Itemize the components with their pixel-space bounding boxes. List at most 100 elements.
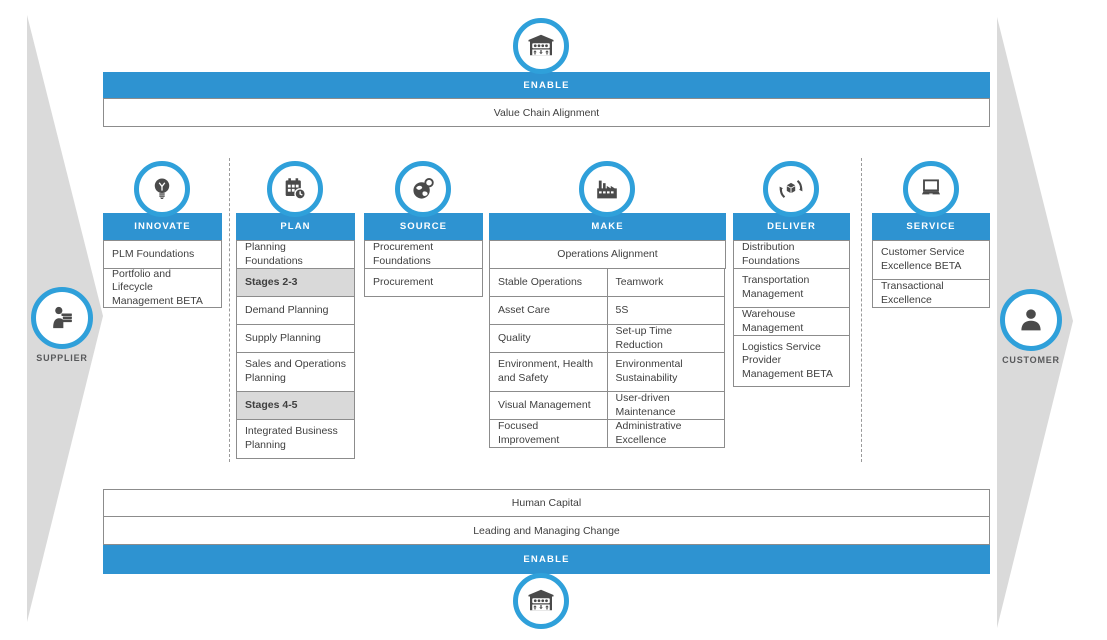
- column-cell[interactable]: Stable Operations: [489, 268, 608, 297]
- column-cell[interactable]: Demand Planning: [236, 296, 355, 325]
- cell-label: Visual Management: [498, 398, 591, 411]
- column-cell[interactable]: Stages 2-3: [236, 268, 355, 297]
- column-cell[interactable]: 5S: [606, 296, 725, 325]
- column-cell[interactable]: Set-up Time Reduction: [606, 324, 725, 353]
- calendar-clock-icon: [285, 178, 306, 200]
- leading-change-bar[interactable]: Leading and Managing Change: [103, 516, 990, 545]
- human-capital-label: Human Capital: [511, 497, 582, 509]
- column-cell[interactable]: Supply Planning: [236, 324, 355, 353]
- cell-label: Integrated Business Planning: [245, 425, 338, 451]
- column-cell[interactable]: Portfolio and Lifecycle Management BETA: [103, 268, 222, 308]
- cell-label: Transportation Management: [742, 274, 810, 300]
- cell-label: Stages 4-5: [245, 398, 298, 411]
- cell-label: Stable Operations: [498, 275, 583, 288]
- top-enable-bar[interactable]: ENABLE: [103, 72, 990, 98]
- column-innovate: INNOVATE PLM Foundations Portfolio and L…: [103, 213, 222, 308]
- column-cell[interactable]: Logistics Service Provider Management BE…: [733, 335, 850, 387]
- cell-label: Warehouse Management: [742, 307, 804, 334]
- column-cell[interactable]: Environment, Health and Safety: [489, 352, 608, 392]
- column-cell[interactable]: Procurement: [364, 268, 483, 297]
- column-cell[interactable]: Stages 4-5: [236, 391, 355, 420]
- column-plan: PLAN Planning Foundations Stages 2-3 Dem…: [236, 213, 355, 459]
- column-cell[interactable]: Operations Alignment: [489, 240, 726, 269]
- column-cell[interactable]: Customer Service Excellence BETA: [872, 240, 990, 280]
- column-header-source[interactable]: SOURCE: [364, 213, 483, 240]
- column-cell[interactable]: Focused Improvement: [489, 419, 608, 448]
- make-row: Environment, Health and Safety Environme…: [489, 352, 726, 392]
- divider-deliver-service: [861, 158, 862, 462]
- bottom-enable-label: ENABLE: [523, 554, 570, 565]
- value-chain-alignment-bar[interactable]: Value Chain Alignment: [103, 98, 990, 127]
- cell-label: Transactional Excellence: [881, 279, 944, 306]
- plan-badge: [267, 161, 323, 217]
- column-cell[interactable]: Warehouse Management: [733, 307, 850, 336]
- cell-label: Procurement Foundations: [373, 240, 434, 267]
- column-deliver: DELIVER Distribution Foundations Transpo…: [733, 213, 850, 387]
- column-header-service[interactable]: SERVICE: [872, 213, 990, 240]
- warehouse-icon: [528, 589, 554, 611]
- top-enable-label: ENABLE: [523, 79, 570, 91]
- cell-label: Operations Alignment: [557, 247, 658, 260]
- supplier-person-icon: [53, 306, 72, 329]
- column-source: SOURCE Procurement Foundations Procureme…: [364, 213, 483, 297]
- column-header-label: MAKE: [591, 221, 624, 232]
- column-cell[interactable]: Visual Management: [489, 391, 608, 420]
- cell-label: Demand Planning: [245, 303, 329, 316]
- bottom-enable-bar[interactable]: ENABLE: [103, 545, 990, 574]
- column-cell[interactable]: Transactional Excellence: [872, 279, 990, 308]
- cell-label: Teamwork: [615, 275, 664, 288]
- column-cell[interactable]: Environmental Sustainability: [606, 352, 725, 392]
- column-header-label: SOURCE: [399, 221, 448, 232]
- human-capital-bar[interactable]: Human Capital: [103, 489, 990, 517]
- cell-label: Quality: [498, 331, 531, 344]
- column-header-label: INNOVATE: [134, 221, 191, 232]
- cell-label: Administrative Excellence: [615, 419, 682, 446]
- column-cell[interactable]: Distribution Foundations: [733, 240, 850, 269]
- leading-change-label: Leading and Managing Change: [473, 524, 620, 537]
- cell-label: Environment, Health and Safety: [498, 358, 594, 384]
- cell-label: Focused Improvement: [498, 419, 560, 446]
- customer-person-icon: [1021, 309, 1041, 331]
- cell-label: Procurement: [373, 275, 434, 288]
- make-row: Stable Operations Teamwork: [489, 268, 726, 297]
- make-row: Focused Improvement Administrative Excel…: [489, 419, 726, 448]
- column-header-plan[interactable]: PLAN: [236, 213, 355, 240]
- column-header-label: SERVICE: [906, 221, 956, 232]
- column-cell[interactable]: Teamwork: [606, 268, 725, 297]
- make-row: Visual Management User-driven Maintenanc…: [489, 391, 726, 420]
- column-cell[interactable]: Procurement Foundations: [364, 240, 483, 269]
- column-header-make[interactable]: MAKE: [489, 213, 726, 240]
- laptop-icon: [921, 179, 941, 195]
- delivery-cycle-icon: [779, 180, 803, 198]
- column-cell[interactable]: Quality: [489, 324, 608, 353]
- cell-label: Customer Service Excellence BETA: [881, 246, 965, 272]
- cell-label: User-driven Maintenance: [615, 391, 676, 418]
- column-cell[interactable]: Transportation Management: [733, 268, 850, 308]
- column-header-label: PLAN: [280, 221, 311, 232]
- column-make: MAKE Operations Alignment Stable Operati…: [489, 213, 726, 448]
- cell-label: Set-up Time Reduction: [615, 324, 673, 351]
- column-cell[interactable]: User-driven Maintenance: [606, 391, 725, 420]
- globe-search-icon: [413, 178, 434, 199]
- column-cell[interactable]: PLM Foundations: [103, 240, 222, 269]
- top-enable-badge: [513, 18, 569, 74]
- column-header-deliver[interactable]: DELIVER: [733, 213, 850, 240]
- column-cell[interactable]: Sales and Operations Planning: [236, 352, 355, 392]
- cell-label: Logistics Service Provider Management BE…: [742, 340, 833, 380]
- column-header-innovate[interactable]: INNOVATE: [103, 213, 222, 240]
- cell-label: 5S: [615, 303, 629, 316]
- column-cell[interactable]: Planning Foundations: [236, 240, 355, 269]
- column-header-label: DELIVER: [767, 221, 816, 232]
- make-badge: [579, 161, 635, 217]
- cell-label: Planning Foundations: [245, 240, 303, 267]
- customer-label: CUSTOMER: [1002, 355, 1060, 365]
- source-badge: [395, 161, 451, 217]
- column-cell[interactable]: Administrative Excellence: [606, 419, 725, 448]
- cell-label: Asset Care: [498, 303, 550, 316]
- innovate-badge: [134, 161, 190, 217]
- cell-label: Stages 2-3: [245, 275, 298, 288]
- lightbulb-icon: [154, 178, 170, 200]
- column-cell[interactable]: Asset Care: [489, 296, 608, 325]
- column-cell[interactable]: Integrated Business Planning: [236, 419, 355, 459]
